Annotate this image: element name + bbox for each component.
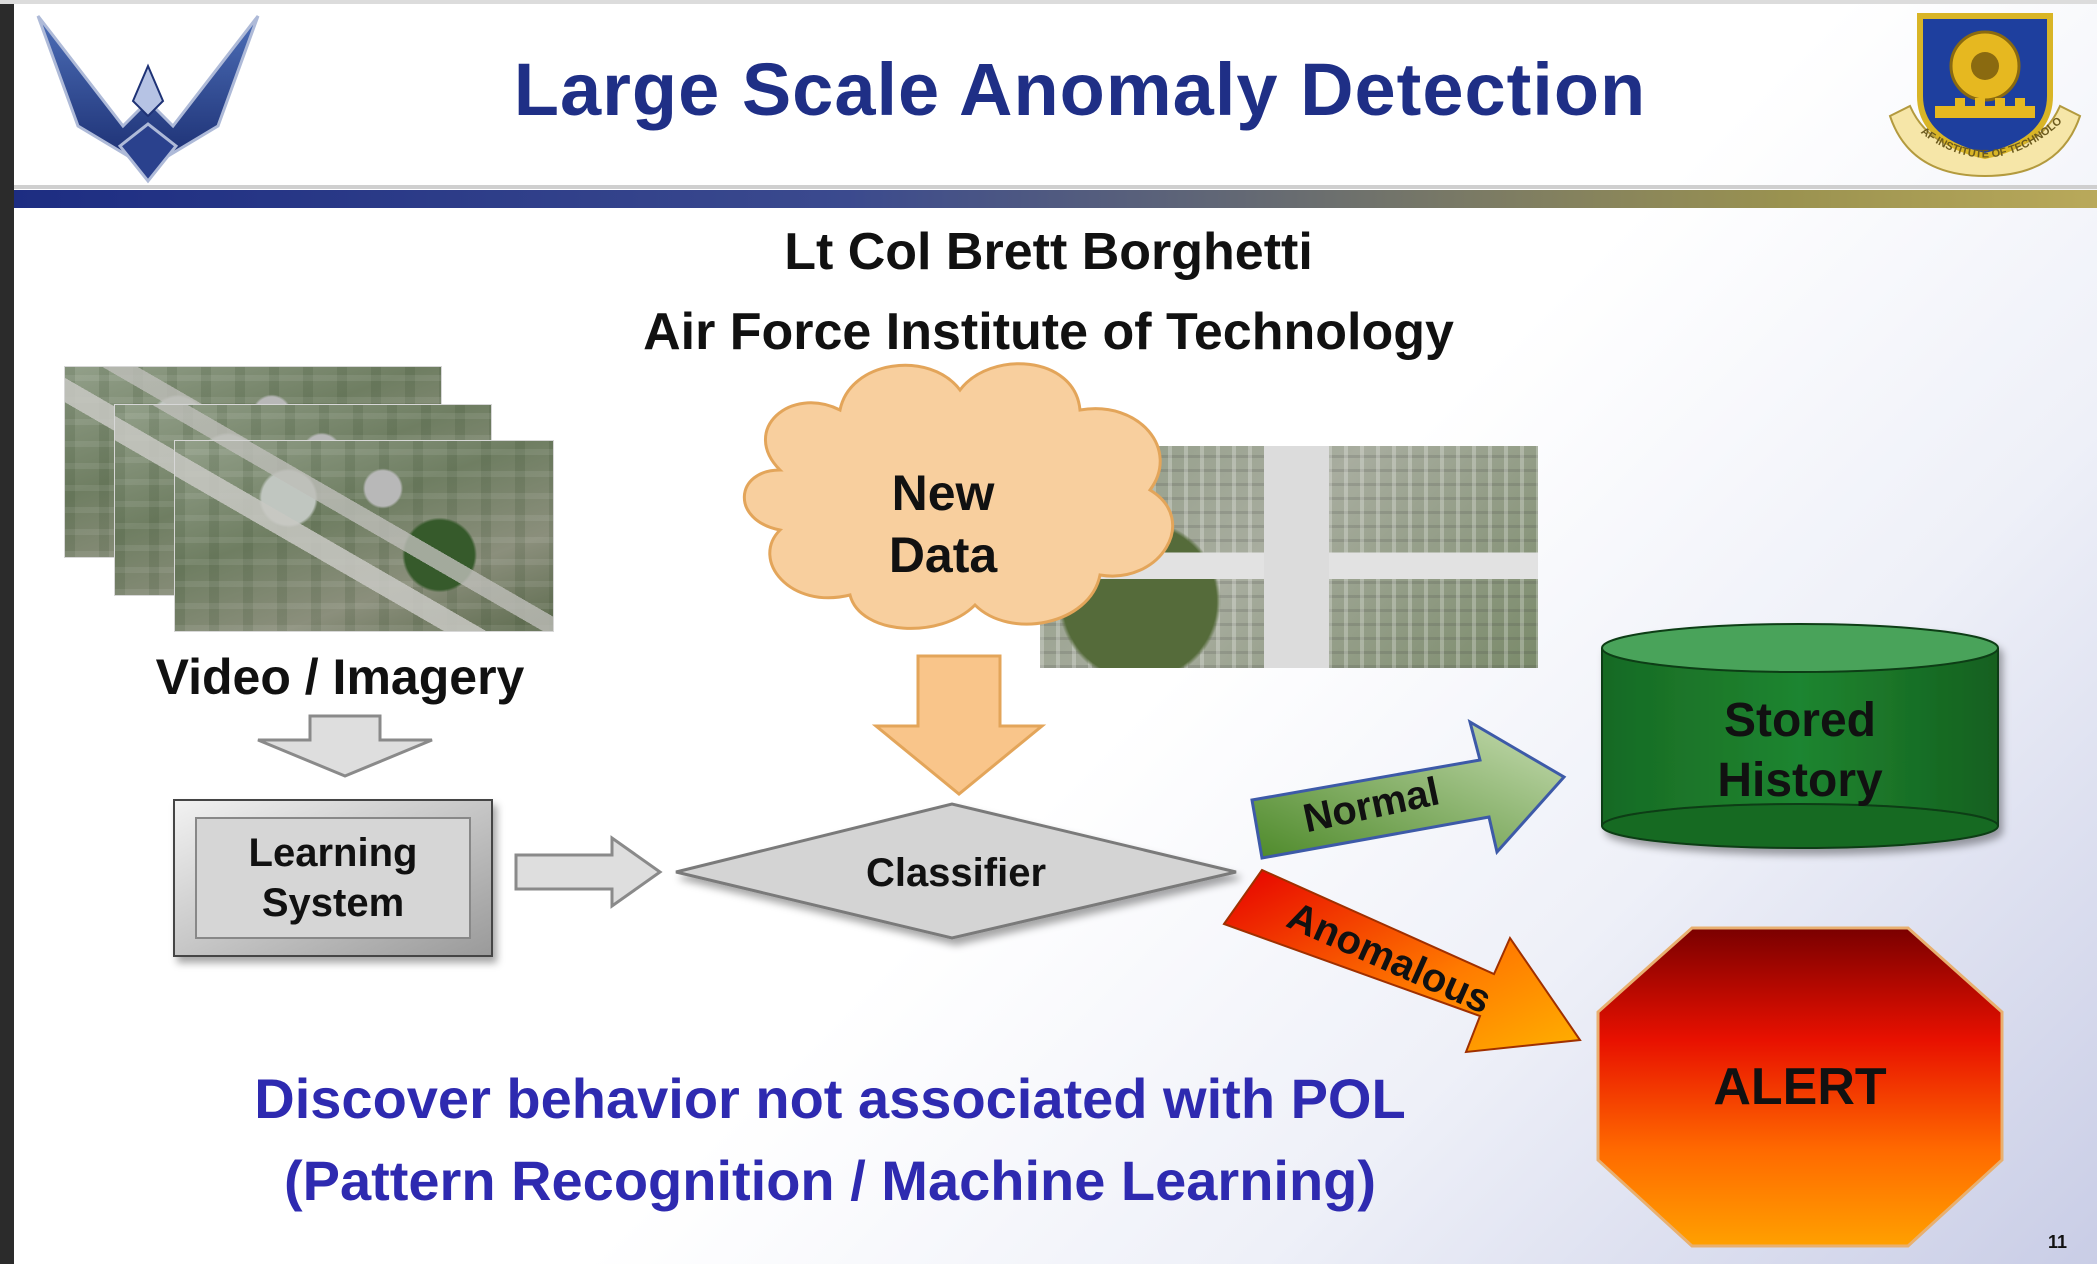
new-data-cloud: [742, 362, 1174, 630]
stored-history-label-line1: Stored: [1724, 694, 1876, 747]
author-name: Lt Col Brett Borghetti: [784, 223, 1313, 281]
stored-history-cylinder: [1601, 623, 1999, 849]
afit-seal-logo: AF INSTITUTE OF TECHNOLOGY: [1880, 6, 2082, 178]
slide-title: Large Scale Anomaly Detection: [513, 48, 1647, 131]
stored-history-label-line2: History: [1717, 754, 1883, 807]
window-left-edge: [0, 0, 14, 1264]
right-arrow-to-classifier: [514, 835, 663, 909]
title-divider-bar: [14, 190, 2097, 208]
learning-system-label-line1: Learning: [249, 831, 418, 875]
learning-system-box: [173, 799, 493, 957]
institution-name: Air Force Institute of Technology: [643, 303, 1454, 361]
window-top-edge: [0, 0, 2097, 4]
satellite-image-stack-front: [174, 440, 554, 632]
video-imagery-label: Video / Imagery: [155, 649, 525, 705]
down-arrow-from-new-data: [871, 654, 1047, 796]
title-divider-line: [14, 185, 2097, 189]
page-number: 11: [2048, 1232, 2068, 1252]
bottom-text-line1: Discover behavior not associated with PO…: [254, 1067, 1406, 1130]
down-arrow-to-learning: [257, 714, 433, 778]
classifier-label: Classifier: [866, 851, 1046, 895]
air-force-wings-logo: [36, 15, 260, 184]
learning-system-label-line2: System: [262, 881, 404, 925]
alert-label: ALERT: [1713, 1058, 1887, 1116]
anomalous-label: Anomalous: [1281, 894, 1498, 1023]
new-data-label-line1: New: [892, 465, 995, 521]
bottom-text-line2: (Pattern Recognition / Machine Learning): [283, 1149, 1377, 1212]
normal-arrow: [1250, 718, 1567, 860]
anomalous-arrow: [1222, 868, 1582, 1054]
alert-octagon: [1596, 926, 2004, 1248]
new-data-label-line2: Data: [889, 527, 999, 583]
classifier-diamond: [675, 802, 1237, 940]
